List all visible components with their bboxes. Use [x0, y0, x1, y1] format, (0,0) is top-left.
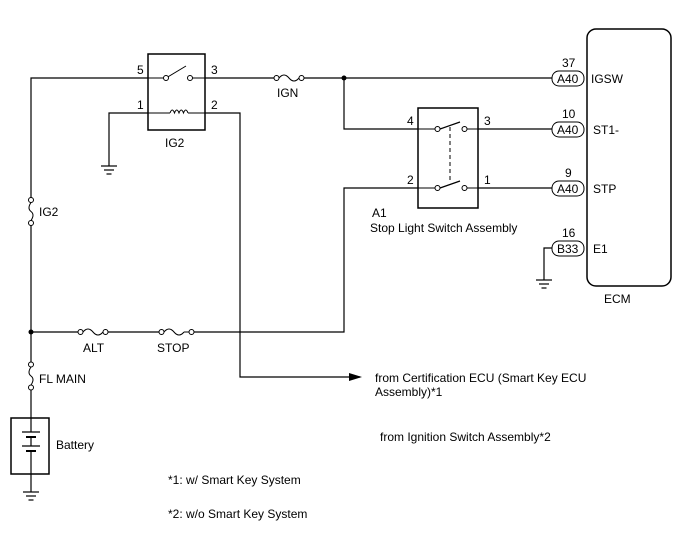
ecm-pin-10-number: 10 [562, 107, 576, 121]
stop-fuse-label: STOP [157, 341, 189, 355]
battery-icon [10, 417, 50, 475]
ecm-pin-stp: A40 9 STP [551, 166, 616, 197]
ecm-pin-9-signal: STP [593, 182, 616, 196]
ig2-relay-contact [148, 65, 205, 79]
cert-ecu-line2: Assembly)*1 [375, 385, 443, 399]
ecm-pin-16-number: 16 [562, 226, 576, 240]
stop-switch-pin4: 4 [407, 114, 414, 128]
battery-ground-icon [23, 491, 39, 501]
ig2-relay-coil [169, 109, 189, 115]
fl-main-fuse-icon [28, 361, 34, 391]
connector-a40-37 [551, 70, 585, 87]
ign-fuse-icon [273, 74, 305, 82]
stop-switch-pin1: 1 [484, 173, 491, 187]
note-no-smart-key: *2: w/o Smart Key System [168, 507, 307, 521]
relay-feed-wire [30, 77, 148, 200]
ecm-ground-icon [536, 279, 552, 289]
ig2-relay-label: IG2 [165, 136, 185, 150]
ecm-label: ECM [604, 292, 631, 306]
stop-switch-box [417, 107, 479, 209]
ig2-relay: 5 3 1 2 IG2 [137, 53, 218, 150]
ig2-relay-pin3: 3 [211, 63, 218, 77]
ecm-pin-9-connector: A40 [557, 182, 579, 196]
ig2-relay-pin2: 2 [211, 98, 218, 112]
note-smart-key: *1: w/ Smart Key System [168, 473, 301, 487]
ig2-relay-pin5: 5 [137, 63, 144, 77]
ecm-pin-37-signal: IGSW [591, 72, 624, 86]
ecm-pin-16-connector: B33 [557, 242, 579, 256]
connector-a40-10 [551, 121, 585, 138]
ecm-pin-st1: A40 10 ST1- [551, 107, 619, 138]
ign-to-switch-wire [343, 78, 418, 130]
ecm-pin-37-number: 37 [562, 56, 576, 70]
relay-coil-input-wire [205, 112, 360, 378]
fl-main-fuse-label: FL MAIN [39, 372, 86, 386]
ecm-pin-10-signal: ST1- [593, 123, 619, 137]
stop-switch-name: Stop Light Switch Assembly [370, 221, 517, 235]
ecm: ECM [586, 28, 672, 306]
alt-fuse-label: ALT [83, 341, 105, 355]
connector-a40-9 [551, 180, 585, 197]
ign-switch-input: from Ignition Switch Assembly*2 [380, 430, 551, 444]
stop-light-switch: 4 3 2 1 A1 Stop Light Switch Assembly [370, 107, 517, 235]
stop-switch-ref: A1 [372, 206, 387, 220]
ig2-fuse-icon [28, 197, 34, 226]
battery-label: Battery [56, 438, 94, 452]
stop-switch-pin3: 3 [484, 114, 491, 128]
ecm-pin-e1: B33 16 E1 [551, 226, 608, 257]
relay-ground-wire [108, 112, 148, 166]
ecm-pin-10-connector: A40 [557, 123, 579, 137]
ig2-relay-pin1: 1 [137, 98, 144, 112]
ecm-pin-37-connector: A40 [557, 72, 579, 86]
ecm-pin-9-number: 9 [565, 166, 572, 180]
ecm-pin-16-signal: E1 [593, 242, 608, 256]
ig2-fuse-label: IG2 [39, 205, 59, 219]
cert-ecu-line1: from Certification ECU (Smart Key ECU [375, 371, 586, 385]
ig2-relay-box [147, 53, 206, 131]
ign-fuse-label: IGN [277, 86, 298, 100]
relay-ground-icon [101, 165, 117, 175]
input-arrow-icon [349, 373, 362, 381]
ecm-box [586, 28, 672, 287]
ecm-ground-wire [543, 247, 552, 280]
alt-fuse-icon [77, 328, 109, 336]
stop-fuse-to-switch-wire [194, 187, 418, 333]
stop-switch-pin2: 2 [407, 173, 414, 187]
ecm-pin-igsw: A40 37 IGSW [551, 56, 624, 87]
